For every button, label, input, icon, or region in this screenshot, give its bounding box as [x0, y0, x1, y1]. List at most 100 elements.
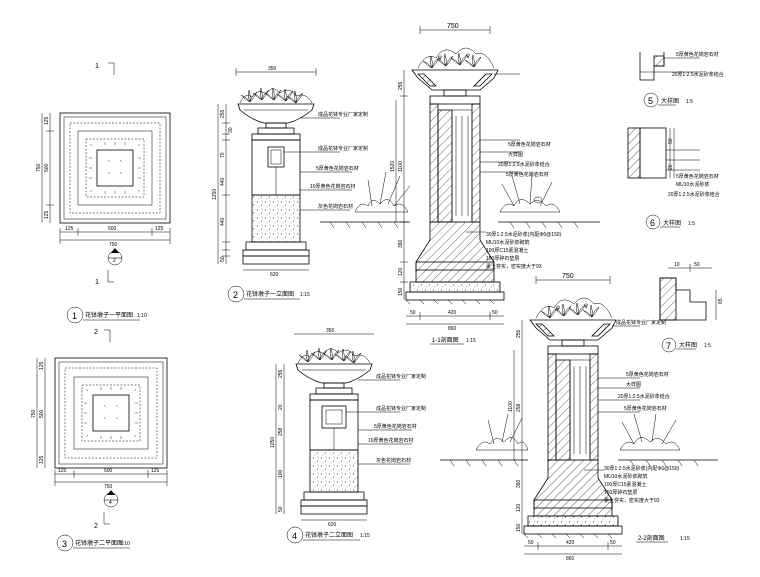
elev4-bowl: [295, 363, 373, 384]
elev2-plant: [239, 87, 313, 104]
sec22-d150: 150: [516, 523, 522, 532]
sec11-dim-top: 750: [447, 23, 459, 30]
plan1-dim-v500: 500: [44, 163, 50, 172]
elev2-note-pot: 成品花钵专业厂家定制: [318, 111, 368, 118]
plan3-dim-v125a: 125: [39, 361, 45, 370]
elev4-note-paint1: 5厚黄色花岗岩石材: [374, 423, 417, 430]
sec22-bowl: [529, 319, 617, 341]
elev4-d258: 258: [278, 427, 284, 436]
elev2-lower-shaft: [251, 194, 301, 243]
view2-scale: 1:15: [300, 292, 310, 298]
d5-note-a: 5厚黄色花岗岩石材: [676, 51, 719, 58]
plan3-cut-bottom: 2: [94, 523, 98, 530]
plan1-dim-125b: 125: [155, 226, 164, 232]
d5-number: 5: [648, 96, 653, 106]
plan3-dim-125a: 125: [58, 468, 67, 474]
sec11-plant: [417, 47, 495, 69]
plan3-dim-v750: 750: [31, 409, 37, 418]
plan-view-3: 125 500 125 750 125 500 125 750 4 2 2 3 …: [31, 329, 168, 552]
sec11-note-2: 大样图: [508, 151, 523, 158]
elev4-dim-base: 620: [328, 522, 337, 528]
sec11-d50a: 50: [410, 310, 416, 316]
detail-6: 50 20 5厚黄色花岗岩石材 MU10水泥砂浆 20厚1:2.5水泥砂浆结合 …: [627, 127, 720, 230]
elev2-bowl: [237, 103, 315, 124]
plan1-pattern: [89, 142, 141, 194]
sec11-d50b: 50: [492, 310, 498, 316]
sec11-note-6: MU10水泥砂浆砌筑: [486, 239, 529, 246]
sec11-wall-left: [429, 103, 439, 223]
elev4-d255: 255: [278, 369, 284, 378]
sec11-d1520: 1520: [390, 161, 396, 172]
sec11-shrubs: [354, 171, 561, 213]
plan3-dim-v125b: 125: [39, 455, 45, 464]
sec22-note-pot: 成品花钵专业厂家定制: [616, 319, 666, 326]
elev2-d440: 440: [220, 177, 226, 186]
view3-number: 3: [62, 539, 67, 549]
elev2-note-grey: 灰色花岗岩石材: [318, 203, 353, 210]
view2-number-circle: [227, 285, 245, 303]
plan3-dim-750: 750: [104, 484, 113, 490]
d6-dim-20: 20: [668, 164, 674, 170]
elev2-d255: 255: [220, 109, 226, 118]
elev2-d1250: 1250: [212, 189, 218, 200]
d6-dim-50: 50: [668, 138, 674, 144]
plan1-dim-v125b: 125: [44, 210, 50, 219]
sec11-bowl: [411, 69, 499, 91]
svg-text:4: 4: [109, 500, 112, 506]
plan1-cut-top: 1: [95, 63, 99, 70]
d7-dim-65: 65: [718, 298, 724, 304]
section-1-1: 750: [320, 23, 600, 345]
plan1-section-mark: 2: [107, 248, 123, 266]
elev2-leaders: 成品花钵专业厂家定制 成品花钵专业厂家定制 5厚黄色花岗岩石材 10厚黄色花岗岩…: [284, 111, 368, 211]
elev4-lower-shaft: [309, 449, 359, 493]
sec22-leaders: 成品花钵专业厂家定制 5厚黄色花岗岩石材 大样图 20厚1:2.5水泥砂浆结合 …: [584, 319, 680, 504]
sec22-note-4: 5厚黄色花岗岩石材: [624, 405, 667, 412]
elev4-d100: 100: [278, 469, 284, 478]
detail-7: 10 50 65 7 大样图 1:5: [659, 262, 724, 353]
sec22-d50a: 50: [528, 540, 534, 546]
elev4-dim-top: 350: [326, 328, 335, 334]
plan1-dim-v125a: 125: [44, 116, 50, 125]
sec22-d390: 390: [516, 479, 522, 488]
view4-number: 4: [292, 531, 297, 541]
sec11-note-9: 素土夯实，密实度大于93: [486, 263, 542, 270]
view1-scale: 1:10: [137, 313, 147, 319]
elev4-d50: 50: [278, 506, 284, 512]
elev4-plant: [297, 347, 371, 364]
sec11-wall-right: [471, 103, 481, 223]
elev4-d20: 20: [278, 404, 284, 410]
d7-dim-10: 10: [674, 262, 680, 268]
plan1-cut-bottom: 1: [95, 279, 99, 286]
sec22-note-9: 素土夯实，密实度大于93: [604, 497, 660, 504]
view3-number-circle: [56, 534, 74, 552]
view3-title: 花钵墩子二平面图: [75, 539, 123, 547]
section-2-2: 750: [440, 273, 718, 562]
elev2-dim-base: 620: [270, 272, 279, 278]
elev4-d1050: 1050: [270, 437, 276, 448]
plan3-cut-top: 2: [94, 329, 98, 336]
sec11-note-7: 100厚C15素混凝土: [486, 247, 529, 254]
sec22-note-1: 5厚黄色花岗岩石材: [626, 371, 669, 378]
plan1-dim-750: 750: [109, 242, 118, 248]
view4-scale: 1:15: [360, 533, 370, 539]
plan-view-1: 125 500 125 750 125 500 125 750 2 1 1 1 …: [36, 62, 171, 324]
elev2-note-paint1: 5厚黄色花岗岩石材: [316, 165, 359, 172]
sec11-d150: 150: [398, 287, 404, 296]
elev2-d50: 50: [220, 256, 226, 262]
sec11-note-4: 5厚黄色花岗岩石材: [506, 171, 549, 178]
sec11-footing: [415, 221, 495, 283]
sec22-d120: 120: [516, 503, 522, 512]
sec22-plant: [535, 297, 613, 319]
sec11-d860: 860: [448, 326, 457, 332]
sec22-wall-right: [589, 353, 599, 461]
d5-note-b: 20厚1:2.5水泥砂浆结合: [672, 71, 724, 78]
d6-scale: 1:5: [688, 221, 695, 227]
view1-title: 花钵墩子一平面图: [85, 311, 133, 319]
elev2-d440b: 440: [220, 217, 226, 226]
elev2-d70: 70: [220, 152, 226, 158]
sec11-leaders: 5厚黄色花岗岩石材 大样图 20厚1:2.5水泥砂浆结合 5厚黄色花岗岩石材 3…: [466, 73, 562, 270]
d6-note-a: 5厚黄色花岗岩石材: [676, 173, 719, 180]
view2-number: 2: [233, 290, 238, 300]
